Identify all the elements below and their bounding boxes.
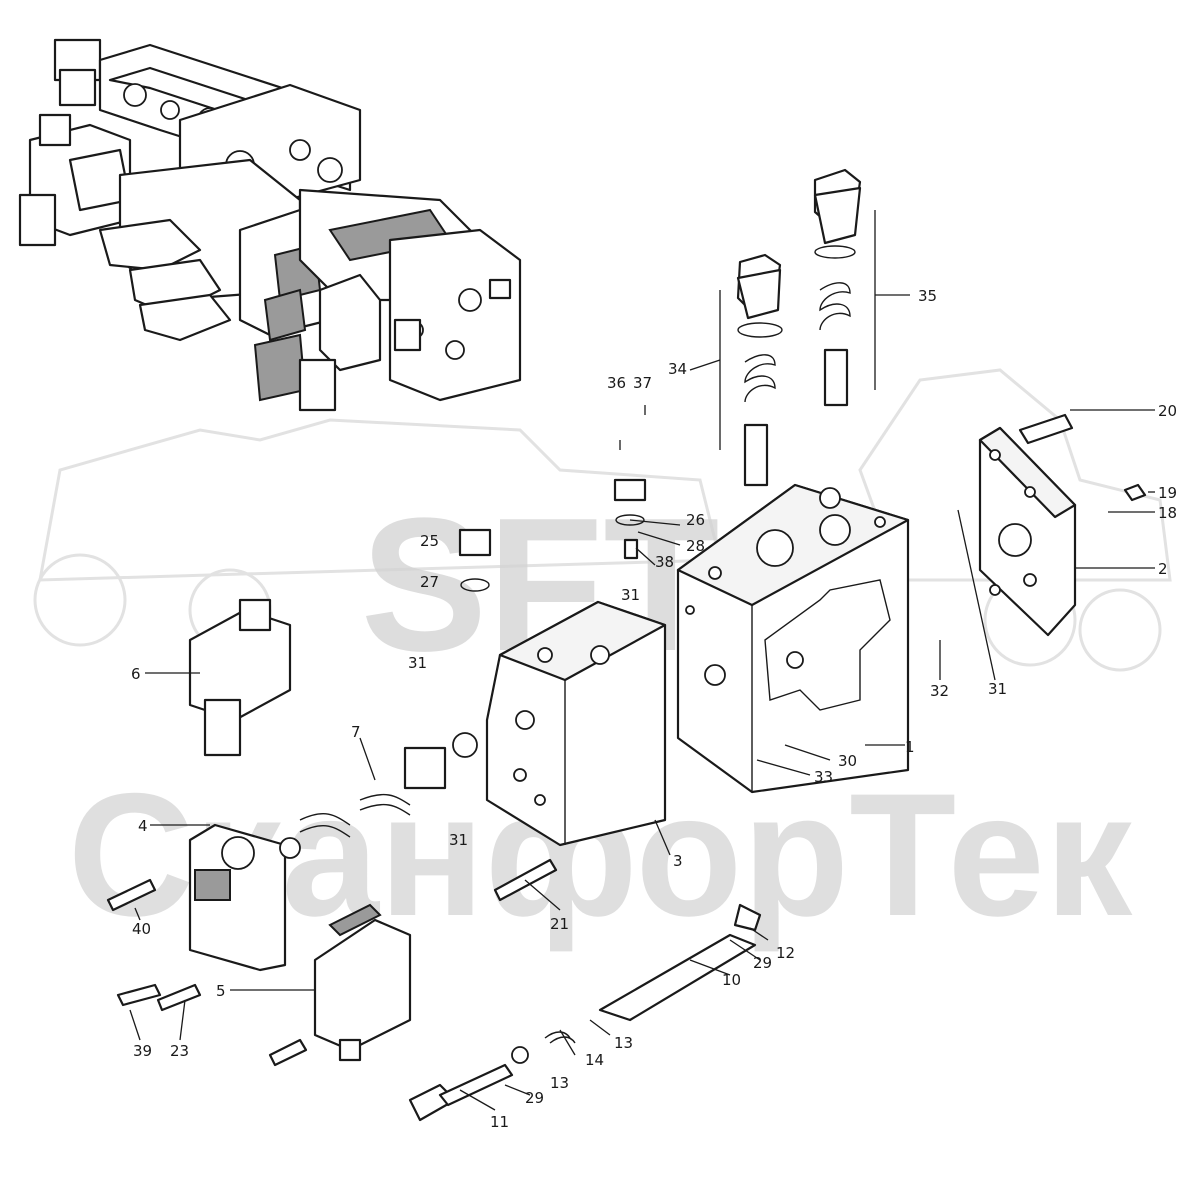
bolt-23	[156, 983, 202, 1012]
relief-valve-35	[813, 168, 862, 407]
callout-label-39: 39	[133, 1042, 152, 1060]
bolt-11	[408, 1063, 514, 1122]
callout-label-2: 2	[1158, 560, 1168, 578]
valve-section-4	[188, 823, 287, 972]
valve-body-main	[676, 483, 910, 794]
callout-label-32: 32	[930, 682, 949, 700]
callout-label-1: 1	[905, 738, 915, 756]
callout-label-4: 4	[138, 817, 148, 835]
callout-label-36: 36	[607, 374, 626, 392]
callout-label-11: 11	[490, 1113, 509, 1131]
callout-label-27: 27	[420, 573, 439, 591]
leader-lines	[129, 210, 1155, 1111]
bolt-40	[106, 878, 157, 912]
callout-label-18: 18	[1158, 504, 1177, 522]
callout-label-23: 23	[170, 1042, 189, 1060]
center-section-body	[485, 600, 667, 847]
side-plate	[978, 426, 1077, 637]
plug-25	[458, 528, 492, 592]
relief-valve-34	[736, 253, 783, 487]
bolt-39	[116, 983, 162, 1007]
callout-label-3: 3	[673, 852, 683, 870]
plug-12	[733, 903, 762, 932]
hydraulic-spool-10	[598, 933, 757, 1022]
bolt-20	[1018, 413, 1074, 445]
callout-label-10: 10	[722, 971, 741, 989]
callout-label-31b: 31	[621, 586, 640, 604]
callout-label-35: 35	[918, 287, 937, 305]
callout-label-5: 5	[216, 982, 226, 1000]
callout-label-31c: 31	[449, 831, 468, 849]
spool-assembly-7	[279, 732, 478, 859]
inset-assembly-overview	[18, 38, 522, 412]
callout-label-29b: 29	[753, 954, 772, 972]
nut-19	[1123, 483, 1147, 502]
callout-label-26: 26	[686, 511, 705, 529]
callout-label-13a: 13	[550, 1074, 569, 1092]
callout-label-13b: 13	[614, 1034, 633, 1052]
callout-label-37: 37	[633, 374, 652, 392]
callout-label-34: 34	[668, 360, 687, 378]
solenoid-coil-6	[188, 598, 292, 757]
callout-label-30: 30	[838, 752, 857, 770]
callout-label-28: 28	[686, 537, 705, 555]
callout-label-21: 21	[550, 915, 569, 933]
callout-label-19: 19	[1158, 484, 1177, 502]
spring-14	[511, 1031, 576, 1064]
bolt-5-lower	[268, 1038, 308, 1067]
callout-label-12: 12	[776, 944, 795, 962]
callout-labels: 1 2 3 4 5 6 7 10 11 12 13 13 14 18 19 20…	[131, 287, 1177, 1131]
callout-label-20: 20	[1158, 402, 1177, 420]
callout-label-31d: 31	[988, 680, 1007, 698]
callout-label-31a: 31	[408, 654, 427, 672]
callout-label-6: 6	[131, 665, 141, 683]
solenoid-valve-5	[313, 903, 412, 1062]
callout-label-29a: 29	[525, 1089, 544, 1107]
callout-label-40: 40	[132, 920, 151, 938]
plug-26	[613, 478, 647, 526]
screw-38	[623, 538, 639, 560]
callout-label-14: 14	[585, 1051, 604, 1069]
callout-label-38: 38	[655, 553, 674, 571]
callout-label-25: 25	[420, 532, 439, 550]
callout-label-7: 7	[351, 723, 361, 741]
callout-label-33: 33	[814, 768, 833, 786]
